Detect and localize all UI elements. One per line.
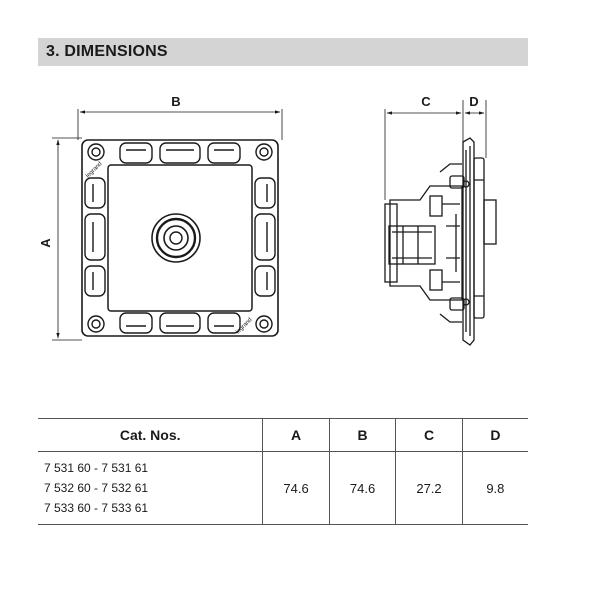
corner-screw-bl xyxy=(87,315,105,333)
cat-no-line: 7 532 60 - 7 532 61 xyxy=(44,481,149,495)
dimension-a-label: A xyxy=(38,238,53,248)
table-row: 7 531 60 - 7 531 61 7 532 60 - 7 532 61 … xyxy=(38,451,528,525)
dimension-d xyxy=(464,100,487,158)
dimension-c xyxy=(384,100,464,200)
dimension-c-label: C xyxy=(421,94,431,109)
dimension-a xyxy=(52,137,82,341)
value-a: 74.6 xyxy=(262,451,330,525)
header-b: B xyxy=(328,418,396,452)
corner-screw-br xyxy=(255,315,273,333)
dimension-b xyxy=(77,109,283,140)
header-c: C xyxy=(395,418,463,452)
corner-screw-tr xyxy=(255,143,273,161)
top-clips xyxy=(119,142,241,164)
cat-no-line: 7 531 60 - 7 531 61 xyxy=(44,461,149,475)
dimension-b-label: B xyxy=(171,94,180,109)
coax-socket xyxy=(151,213,201,263)
section-header: 3. DIMENSIONS xyxy=(38,38,528,66)
cover-plate xyxy=(107,164,253,312)
left-clips xyxy=(84,177,106,297)
value-c: 27.2 xyxy=(395,451,463,525)
cat-no-line: 7 533 60 - 7 533 61 xyxy=(44,501,149,515)
header-d: D xyxy=(461,418,528,452)
front-logo-bottom: legrand xyxy=(235,317,253,335)
section-title: 3. DIMENSIONS xyxy=(46,43,168,60)
front-view xyxy=(81,139,279,337)
side-view xyxy=(384,137,497,346)
front-logo-top: legrand xyxy=(85,161,103,179)
right-clips xyxy=(254,177,276,297)
value-b: 74.6 xyxy=(328,451,396,525)
cat-nos-cell: 7 531 60 - 7 531 61 7 532 60 - 7 532 61 … xyxy=(38,451,263,525)
corner-screw-tl xyxy=(87,143,105,161)
dimension-d-label: D xyxy=(469,94,478,109)
table-header-row: Cat. Nos. A B C D xyxy=(38,418,528,452)
header-cat-nos: Cat. Nos. xyxy=(38,418,263,452)
header-a: A xyxy=(262,418,330,452)
value-d: 9.8 xyxy=(461,451,528,525)
bottom-clips xyxy=(119,312,241,334)
dimensions-table: Cat. Nos. A B C D 7 531 60 - 7 531 61 7 … xyxy=(38,418,528,525)
